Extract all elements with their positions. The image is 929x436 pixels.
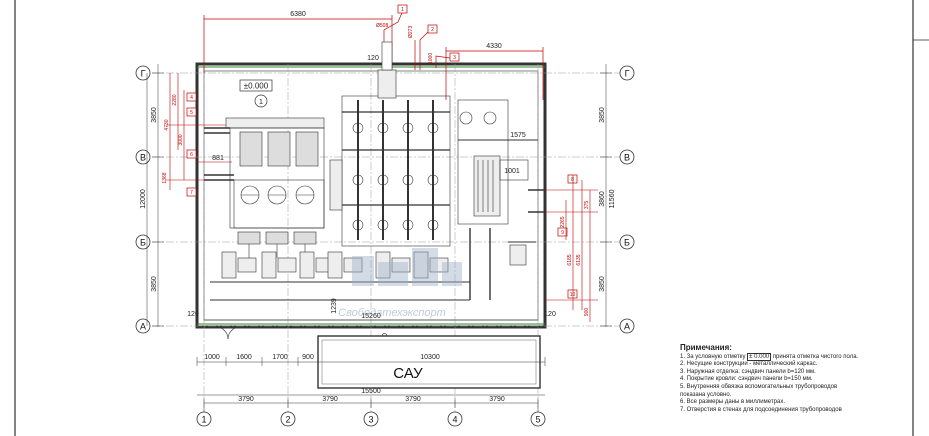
seg-1600: 1600 (236, 354, 252, 361)
right-red-dimensions (545, 175, 598, 322)
dim-6135: 6135 (576, 254, 582, 265)
callout-5: 5 (190, 110, 193, 116)
callout-9: 9 (561, 230, 564, 236)
dim-900: 900 (584, 308, 590, 317)
seg-900: 900 (302, 354, 314, 361)
axis-label-row-a-left: А (140, 322, 146, 332)
callout-2: 2 (431, 27, 434, 33)
axis-label-col-1: 1 (201, 415, 206, 425)
callout-1: 1 (401, 7, 404, 13)
dim-2265: 2265 (560, 216, 566, 227)
axis-label-row-g-right: Г (625, 69, 630, 79)
dim-right-3850-bottom: 3850 (599, 276, 606, 292)
right-dimension-chain (600, 64, 612, 327)
dim-2280: 2280 (172, 94, 178, 105)
total-15500: 15500 (361, 388, 381, 395)
equipment-central-headers (329, 41, 451, 247)
level-mark: ±0.000 (244, 82, 269, 91)
dim-15260: 15260 (361, 313, 381, 320)
axis-label-col-5: 5 (535, 415, 540, 425)
dim-diameter-273: Ø273 (408, 26, 414, 38)
dim-right-3860: 3860 (599, 191, 606, 207)
callout-tags (186, 4, 578, 299)
span-3-4: 3790 (405, 396, 421, 403)
seg-1000: 1000 (204, 354, 220, 361)
dim-1001: 1001 (504, 168, 520, 175)
level-mark-box (239, 79, 273, 92)
note-1: 1. За условную отметку ± 0.000 принята о… (680, 352, 859, 361)
dim-diameter-508: Ø508 (376, 23, 388, 29)
axis-label-row-v-right: В (624, 153, 630, 163)
equipment-pump-row (210, 251, 470, 301)
bottom-dimension-chains (196, 357, 546, 412)
callout-3: 3 (453, 55, 456, 61)
note-5a: 5. Внутренняя обвязка вспомогательных тр… (680, 383, 838, 390)
notes-title: Примечания: (680, 343, 732, 352)
sau-label: САУ (393, 365, 423, 382)
note-2: 2. Несущие конструкции - металлический к… (680, 361, 818, 368)
axis-label-col-2: 2 (285, 415, 290, 425)
dim-120-left: 120 (187, 311, 199, 318)
callout-10: 10 (570, 292, 576, 298)
equipment-left-skid (204, 117, 325, 258)
dim-top-120: 120 (367, 55, 379, 62)
callout-8: 8 (571, 177, 574, 183)
dim-right-11560: 11560 (609, 189, 616, 208)
dim-6185: 6185 (567, 254, 573, 265)
axis-label-row-b-left: Б (140, 238, 146, 248)
dim-left-12000: 12000 (140, 189, 147, 209)
room-number-circle (254, 94, 268, 108)
seg-10300: 10300 (420, 354, 440, 361)
dim-1239: 1239 (331, 298, 338, 314)
axis-label-row-v-left: В (140, 153, 146, 163)
dim-right-3850-top: 3850 (599, 107, 606, 123)
watermark: Свободатехэкспорт (338, 307, 446, 319)
callout-7: 7 (190, 190, 193, 196)
span-1-2: 3790 (238, 396, 254, 403)
note-6: 6. Все размеры даны в миллиметрах. (680, 399, 785, 406)
dim-3000: 3000 (178, 134, 184, 145)
dim-left-3850-bottom: 3850 (151, 276, 158, 292)
span-2-3: 3790 (322, 396, 338, 403)
notes-block: Примечания: 1. За условную отметку ± 0.0… (680, 344, 920, 414)
axis-label-row-b-right: Б (624, 238, 630, 248)
column-axis-markers: 1 2 3 4 5 (196, 411, 546, 427)
note-7: 7. Отверстия в стенах для подсоединения … (680, 406, 842, 413)
dim-1000: 1000 (428, 53, 434, 64)
dim-1368: 1368 (162, 172, 168, 183)
dim-top-4330: 4330 (486, 43, 502, 50)
room-number: 1 (259, 99, 263, 106)
axis-label-col-3: 3 (368, 415, 373, 425)
watermark-logo (352, 248, 462, 286)
axis-bubble-row (135, 65, 151, 81)
dim-375: 375 (584, 201, 590, 210)
entrance-doors (215, 326, 241, 340)
note-1-level-mark: ± 0.000 (747, 352, 772, 361)
dim-120-right: 120 (544, 311, 556, 318)
axis-label-row-g-left: Г (141, 69, 146, 79)
dim-881: 881 (212, 155, 224, 162)
note-3: 3. Наружная отделка: сэндвич панели b=12… (680, 368, 816, 375)
note-5b: показана условно. (680, 391, 732, 398)
seg-1700: 1700 (272, 354, 288, 361)
dim-1575: 1575 (510, 132, 526, 139)
callout-4: 4 (190, 95, 193, 101)
axis-label-row-a-right: А (624, 322, 630, 332)
note-4: 4. Покрытие кровли: сэндвич панели b=150… (680, 376, 813, 383)
dim-4730: 4730 (164, 119, 170, 130)
row-axis-markers: Г Г В В Б Б А А (135, 65, 635, 334)
callout-6: 6 (190, 152, 193, 158)
dim-top-6380: 6380 (290, 11, 306, 18)
left-red-dimensions (166, 73, 232, 190)
left-dimension-chain (146, 64, 164, 327)
axis-label-col-4: 4 (452, 415, 457, 425)
dim-left-3850-top: 3850 (151, 107, 158, 123)
span-4-5: 3790 (489, 396, 505, 403)
equipment-heat-exchanger (457, 99, 545, 300)
